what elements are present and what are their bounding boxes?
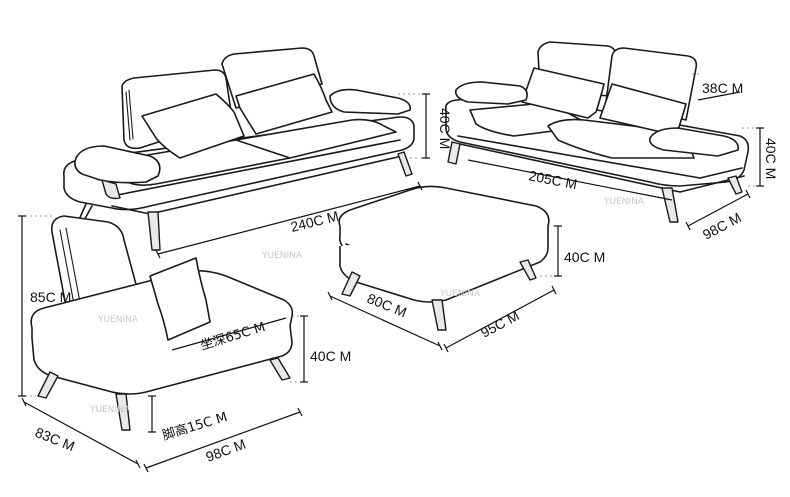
sofa3-arm-support	[101, 179, 121, 200]
sofa3-seat-edge	[111, 139, 401, 197]
ottoman	[338, 185, 550, 331]
label-sofa3-depth: 40C M	[437, 108, 453, 149]
watermark-5: YUENINA	[89, 405, 131, 415]
watermark-3: YUENINA	[439, 289, 481, 299]
sofa3-seat-cushion-right	[235, 118, 397, 159]
dim-chair-seat-height: 40C M	[290, 315, 351, 383]
ottoman-leg-right	[519, 259, 537, 281]
ottoman-base	[339, 226, 549, 303]
chair-leg-front	[115, 393, 131, 431]
watermark-2: YUENINA	[97, 315, 139, 325]
three-seat-sofa	[62, 47, 415, 251]
label-chair-seat-height: 40C M	[310, 348, 351, 364]
sofa2-base-frame	[459, 143, 745, 193]
sofa2-armrest-left	[454, 81, 528, 105]
sofa2-armrest-right	[648, 127, 740, 157]
dim-sofa3-depth: 40C M	[398, 93, 453, 159]
lounge-chair	[30, 215, 294, 431]
label-sofa3-width: 240C M	[289, 208, 340, 235]
dim-sofa2-arm: 38C M	[692, 73, 743, 101]
sofa3-leg-front	[147, 211, 161, 251]
sofa3-armrest-right	[329, 88, 412, 115]
sofa3-pillow-right	[235, 73, 333, 135]
sofa2-leg-right	[727, 175, 743, 195]
sofa3-armrest-left	[74, 145, 161, 184]
ottoman-leg-left	[341, 271, 361, 297]
dim-sofa2-height: 40C M	[742, 127, 779, 187]
chair-leg-left	[37, 371, 59, 399]
sofa2-leg-left	[447, 141, 461, 165]
dim-ottoman-height: 40C M	[540, 225, 605, 277]
sofa2-seat-edge	[457, 135, 743, 179]
label-chair-width: 98C M	[204, 436, 248, 465]
sofa3-pillow-left	[141, 93, 245, 159]
dim-sofa2-depth: 98C M	[685, 189, 751, 243]
label-ottoman-height: 40C M	[564, 249, 605, 265]
label-chair-depth: 83C M	[33, 424, 77, 454]
chair-leg-right	[269, 357, 291, 381]
label-chair-leg-height: 脚高15C M	[160, 409, 229, 444]
label-sofa2-arm: 38C M	[702, 80, 743, 96]
sofa3-leg-right	[397, 151, 413, 177]
sofa2-pillow-left	[521, 67, 605, 119]
chair-pillow	[149, 257, 211, 341]
chair-base	[31, 325, 293, 395]
sofa3-back-stitching	[125, 89, 134, 141]
two-seat-sofa	[444, 41, 750, 223]
label-sofa2-height: 40C M	[763, 138, 779, 179]
label-ottoman-width: 95C M	[478, 307, 522, 340]
dim-chair-height: 85C M	[18, 215, 71, 397]
watermark-4: YUENINA	[603, 197, 645, 207]
label-sofa2-width: 205C M	[527, 167, 578, 192]
label-sofa2-depth: 98C M	[700, 209, 744, 242]
watermark-1: YUENINA	[261, 251, 303, 261]
dim-chair-leg-height: 脚高15C M	[148, 395, 229, 444]
ottoman-leg-front	[431, 299, 447, 331]
label-chair-height: 85C M	[30, 289, 71, 305]
sofa2-leg-front	[661, 187, 679, 223]
